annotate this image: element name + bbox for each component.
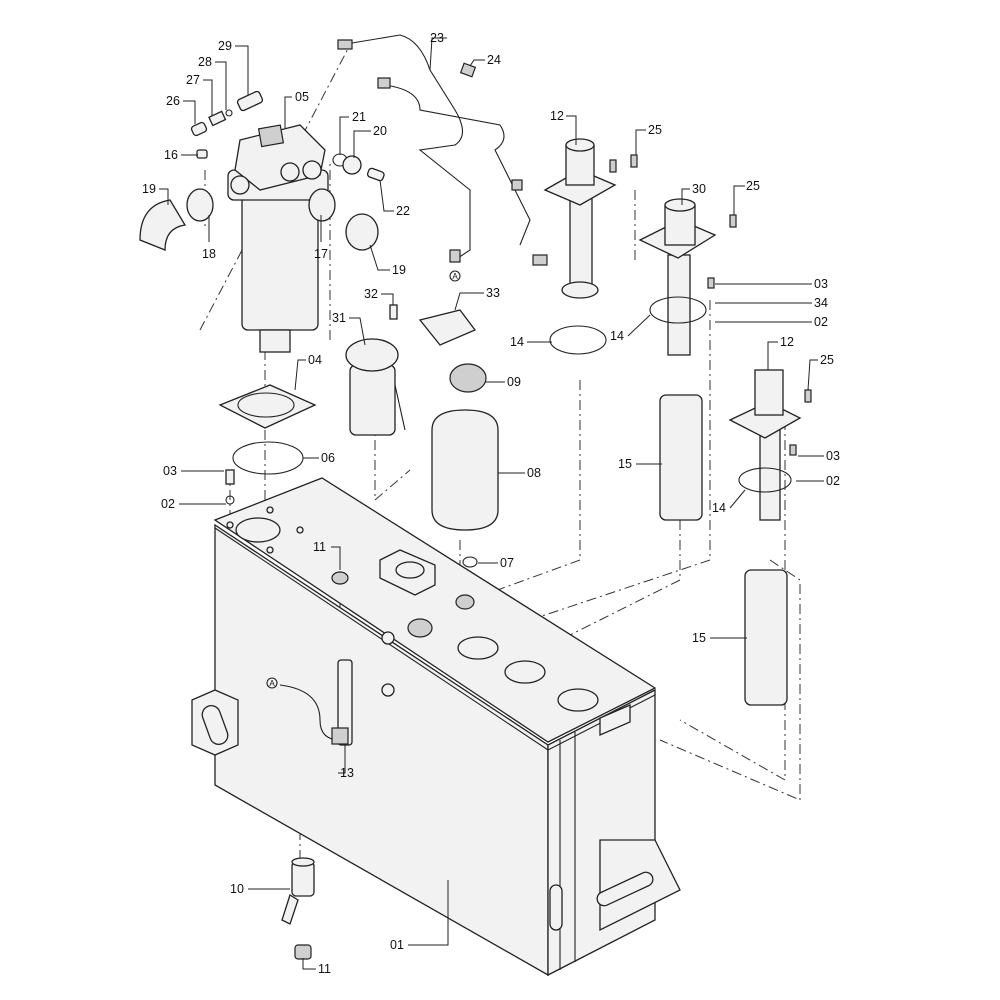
callout-label: 03 bbox=[814, 277, 828, 291]
callout-label: 17 bbox=[314, 247, 328, 261]
callout-label: 25 bbox=[746, 179, 760, 193]
callout-label: 03 bbox=[826, 449, 840, 463]
callout-label: 12 bbox=[550, 109, 564, 123]
callout-label: 11 bbox=[313, 540, 326, 554]
callout-labels: 29 28 27 26 05 21 20 23 24 16 19 18 17 1… bbox=[142, 31, 840, 976]
leader-lines bbox=[159, 37, 824, 970]
callout-label: 14 bbox=[712, 501, 726, 515]
callout-label: 21 bbox=[352, 110, 366, 124]
callout-label: 12 bbox=[780, 335, 794, 349]
parts-on-tank bbox=[279, 549, 475, 746]
wire-harness: A A bbox=[266, 34, 548, 689]
callout-label: 15 bbox=[692, 631, 706, 645]
callout-label: 20 bbox=[373, 124, 387, 138]
tank-ports bbox=[226, 506, 599, 712]
callout-label: 26 bbox=[166, 94, 180, 108]
callout-label: 04 bbox=[308, 353, 322, 367]
callout-label: 19 bbox=[392, 263, 406, 277]
callout-label: 02 bbox=[814, 315, 828, 329]
callout-label: 02 bbox=[161, 497, 175, 511]
connector-marker-a: A bbox=[452, 272, 458, 281]
connector-marker-a: A bbox=[269, 679, 275, 688]
callout-label: 33 bbox=[486, 286, 500, 300]
callout-label: 32 bbox=[364, 287, 378, 301]
callout-label: 14 bbox=[510, 335, 524, 349]
callout-label: 06 bbox=[321, 451, 335, 465]
callout-label: 10 bbox=[230, 882, 244, 896]
hydraulic-tank bbox=[191, 477, 681, 977]
callout-label: 11 bbox=[318, 962, 331, 976]
callout-label: 02 bbox=[826, 474, 840, 488]
callout-label: 16 bbox=[164, 148, 178, 162]
callout-label: 25 bbox=[648, 123, 662, 137]
callout-label: 34 bbox=[814, 296, 828, 310]
callout-label: 01 bbox=[390, 938, 404, 952]
callout-label: 09 bbox=[507, 375, 521, 389]
callout-label: 14 bbox=[610, 329, 624, 343]
drain-valve bbox=[281, 857, 315, 960]
callout-label: 15 bbox=[618, 457, 632, 471]
callout-label: 19 bbox=[142, 182, 156, 196]
callout-label: 23 bbox=[430, 31, 444, 45]
callout-label: 27 bbox=[186, 73, 200, 87]
callout-label: 08 bbox=[527, 466, 541, 480]
callout-label: 05 bbox=[295, 90, 309, 104]
callout-label: 31 bbox=[332, 311, 346, 325]
callout-label: 13 bbox=[340, 766, 354, 780]
callout-label: 28 bbox=[198, 55, 212, 69]
return-filter bbox=[227, 124, 329, 353]
tank-tubes bbox=[543, 138, 812, 706]
callout-label: 22 bbox=[396, 204, 410, 218]
callout-label: 07 bbox=[500, 556, 514, 570]
callout-label: 25 bbox=[820, 353, 834, 367]
fittings-upper bbox=[139, 90, 385, 251]
callout-label: 29 bbox=[218, 39, 232, 53]
callout-label: 30 bbox=[692, 182, 706, 196]
center-parts bbox=[218, 304, 499, 568]
callout-label: 24 bbox=[487, 53, 501, 67]
callout-label: 03 bbox=[163, 464, 177, 478]
callout-label: 18 bbox=[202, 247, 216, 261]
